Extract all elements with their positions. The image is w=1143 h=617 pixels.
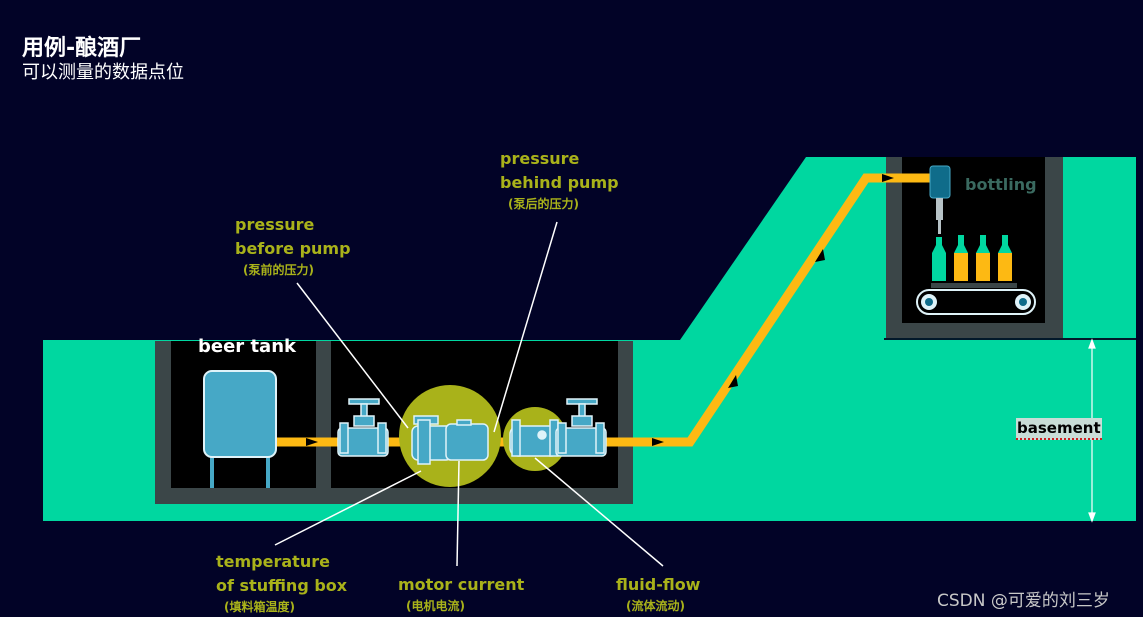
valve-icon: [337, 398, 389, 457]
watermark: CSDN @可爱的刘三岁: [937, 591, 1110, 611]
motor-current-callout: motor current (电机电流): [398, 573, 524, 614]
callout-line2: of stuffing box: [216, 576, 348, 595]
bottle-icon: [932, 235, 1012, 281]
filler-head-icon: [929, 165, 951, 234]
callout-cn: (流体流动): [626, 599, 685, 613]
callout-cn: (泵前的压力): [243, 263, 314, 277]
callout-cn: (电机电流): [406, 599, 465, 613]
page-subtitle: 可以测量的数据点位: [22, 62, 184, 83]
callout-line2: before pump: [235, 239, 351, 258]
pressure-before-pump-callout: pressure before pump (泵前的压力): [235, 213, 351, 278]
callout-line2: behind pump: [500, 173, 619, 192]
callout-cn: (泵后的压力): [508, 197, 579, 211]
flow-arrow-icon: [815, 249, 825, 262]
beer-tank-icon: [203, 370, 277, 488]
conveyor-icon: [916, 283, 1036, 315]
flow-arrow-icon: [728, 375, 738, 388]
callout-cn: (填料箱温度): [224, 600, 295, 614]
callout-line1: motor current: [398, 575, 525, 594]
fluid-flow-callout: fluid-flow (流体流动): [616, 573, 700, 614]
callout-line1: temperature: [216, 552, 330, 571]
callout-line1: pressure: [235, 215, 315, 234]
callout-lines: [274, 221, 664, 567]
bottling-label: bottling: [965, 175, 1037, 194]
flow-arrow-icon: [306, 438, 318, 446]
temperature-callout: temperature of stuffing box (填料箱温度): [216, 550, 347, 615]
pressure-behind-pump-callout: pressure behind pump (泵后的压力): [500, 147, 619, 212]
pump-icon: [411, 415, 489, 465]
flow-meter-icon: [509, 419, 561, 457]
callout-line1: fluid-flow: [616, 575, 701, 594]
basement-label: basement: [1016, 418, 1102, 440]
valve-icon: [555, 398, 607, 457]
flow-arrow-icon: [882, 174, 894, 182]
beer-tank-label: beer tank: [198, 336, 296, 357]
flow-arrow-icon: [652, 438, 664, 446]
callout-line1: pressure: [500, 149, 580, 168]
page-title: 用例-酿酒厂: [22, 36, 142, 61]
